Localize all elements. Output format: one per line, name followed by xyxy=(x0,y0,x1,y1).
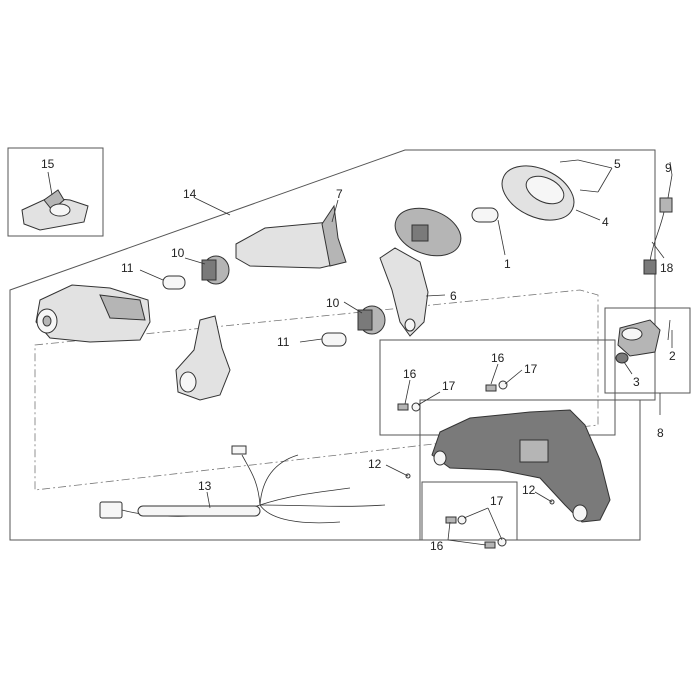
label-13: 13 xyxy=(198,479,212,493)
label-17-mid: 17 xyxy=(524,362,538,376)
wire-harness-13 xyxy=(99,445,386,524)
label-17-left: 17 xyxy=(442,379,456,393)
left-bracket-part xyxy=(175,315,231,401)
label-12-left: 12 xyxy=(368,457,382,471)
clip-nut-part xyxy=(21,189,89,231)
label-3: 3 xyxy=(633,375,640,389)
label-5: 5 xyxy=(614,157,621,171)
left-housing-part xyxy=(35,284,151,343)
label-12-right: 12 xyxy=(522,483,536,497)
label-15: 15 xyxy=(41,157,55,171)
leader-lines xyxy=(47,159,673,546)
label-18: 18 xyxy=(660,261,674,275)
fasteners xyxy=(397,380,555,549)
label-1: 1 xyxy=(504,257,511,271)
bulb-1 xyxy=(471,207,499,223)
bulb-holders-10 xyxy=(201,255,386,335)
lens-4 xyxy=(501,165,575,221)
box-clip-15 xyxy=(7,147,104,237)
label-17-lower: 17 xyxy=(490,494,504,508)
box-screws-lower xyxy=(421,481,518,541)
dashed-outline xyxy=(34,289,599,491)
label-6: 6 xyxy=(450,289,457,303)
label-7: 7 xyxy=(336,187,343,201)
label-9: 9 xyxy=(665,161,672,175)
label-10-lower: 10 xyxy=(326,296,340,310)
label-2: 2 xyxy=(669,349,676,363)
callout-labels: 15 14 7 10 11 10 11 6 1 4 5 9 18 2 3 8 1… xyxy=(41,157,676,553)
license-lamp-8 xyxy=(615,319,671,364)
lens-7 xyxy=(235,204,347,269)
label-8: 8 xyxy=(657,426,664,440)
label-14: 14 xyxy=(183,187,197,201)
label-10-upper: 10 xyxy=(171,246,185,260)
label-11-lower: 11 xyxy=(277,335,290,349)
frames xyxy=(7,147,691,541)
cover-6 xyxy=(379,247,429,337)
label-16-mid: 16 xyxy=(491,351,505,365)
box-lamp-8 xyxy=(604,307,691,394)
box-assembly-14 xyxy=(9,149,656,541)
screws-5 xyxy=(559,159,599,193)
box-rear-panel xyxy=(419,399,641,541)
label-16-lower: 16 xyxy=(430,539,444,553)
lamp-base-part xyxy=(394,207,462,257)
bulbs-11 xyxy=(162,275,347,347)
bulb-wire-18 xyxy=(643,174,673,275)
label-16-left: 16 xyxy=(403,367,417,381)
label-11-upper: 11 xyxy=(121,261,134,275)
rear-panel-part xyxy=(431,409,611,523)
label-4: 4 xyxy=(602,215,609,229)
